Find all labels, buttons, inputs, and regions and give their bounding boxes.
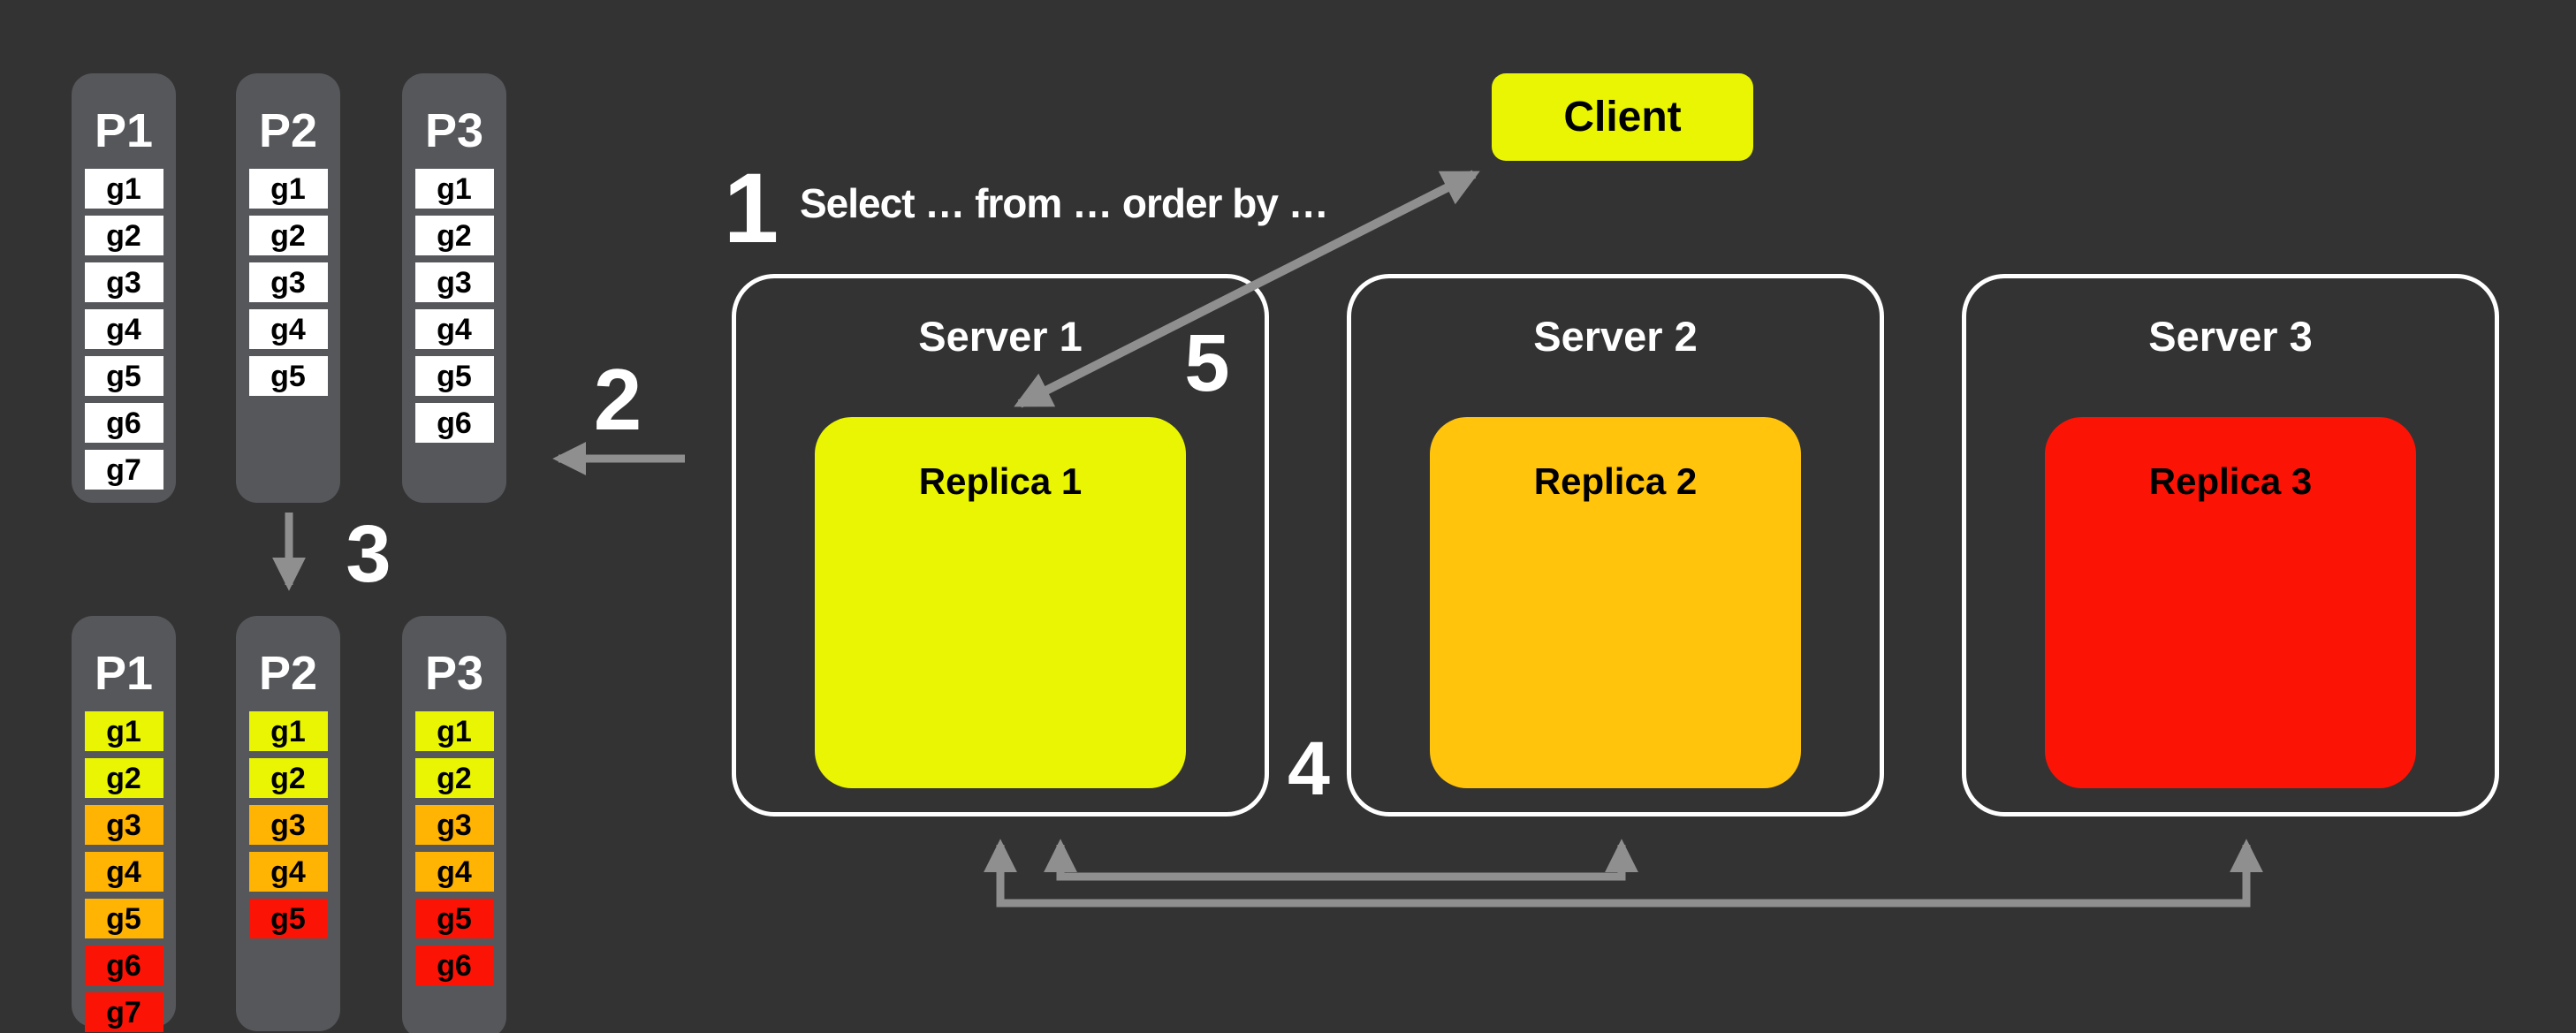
partition-items: g1 g2 g3 g4 g5 g6 g7	[72, 169, 176, 490]
partition-before-p3: P3 g1 g2 g3 g4 g5 g6	[402, 73, 506, 503]
arrow-sync-server1-server2	[1044, 839, 1638, 881]
partition-title: P1	[94, 647, 154, 700]
step-1-label: 1	[723, 153, 779, 263]
partition-item-g1: g1	[414, 169, 494, 209]
replica-2-label: Replica 2	[1533, 460, 1698, 502]
partition-item-g6: g6	[414, 403, 494, 443]
partition-after-p3: P3 g1 g2 g3 g4 g5 g6	[402, 616, 506, 1033]
partition-after-p2: P2 g1 g2 g3 g4 g5	[236, 616, 340, 1031]
partition-items: g1 g2 g3 g4 g5	[236, 711, 340, 938]
partition-title: P2	[258, 104, 318, 157]
server-3-box: Server 3 Replica 3	[1962, 274, 2499, 817]
partition-title: P1	[94, 104, 154, 157]
partition-item-g2: g2	[414, 758, 494, 798]
server-1-title: Server 1	[918, 313, 1083, 360]
replica-1-label: Replica 1	[918, 460, 1083, 502]
partition-item-g5: g5	[248, 899, 328, 938]
partition-items: g1 g2 g3 g4 g5 g6 g7	[72, 711, 176, 1032]
partition-item-g3: g3	[84, 262, 163, 302]
query-text: Select … from … order by …	[800, 180, 1329, 226]
partition-item-g5: g5	[84, 899, 163, 938]
partition-item-g1: g1	[248, 711, 328, 751]
partition-item-g6: g6	[414, 946, 494, 985]
partition-items: g1 g2 g3 g4 g5 g6	[402, 169, 506, 443]
partition-item-g3: g3	[414, 262, 494, 302]
partition-item-g3: g3	[84, 805, 163, 845]
partition-item-g4: g4	[84, 309, 163, 349]
partition-item-g3: g3	[248, 805, 328, 845]
partition-item-g2: g2	[248, 758, 328, 798]
partition-after-p1: P1 g1 g2 g3 g4 g5 g6 g7	[72, 616, 176, 1032]
replica-1-box: Replica 1	[815, 417, 1186, 788]
partition-item-g7: g7	[84, 450, 163, 490]
partition-title: P2	[258, 647, 318, 700]
partition-item-g2: g2	[84, 216, 163, 255]
partition-before-p2: P2 g1 g2 g3 g4 g5	[236, 73, 340, 503]
partition-item-g5: g5	[84, 356, 163, 396]
replica-3-label: Replica 3	[2148, 460, 2313, 502]
partition-item-g3: g3	[248, 262, 328, 302]
step-2-label: 2	[593, 351, 642, 448]
partition-item-g1: g1	[84, 169, 163, 209]
client-label: Client	[1563, 94, 1682, 141]
partition-item-g5: g5	[414, 356, 494, 396]
replica-3-box: Replica 3	[2045, 417, 2416, 788]
partition-item-g4: g4	[248, 852, 328, 892]
server-2-box: Server 2 Replica 2	[1347, 274, 1884, 817]
partition-items: g1 g2 g3 g4 g5 g6	[402, 711, 506, 985]
partition-item-g3: g3	[414, 805, 494, 845]
arrow-sync-server1-server3	[984, 839, 2263, 908]
partition-item-g4: g4	[414, 309, 494, 349]
partition-items: g1 g2 g3 g4 g5	[236, 169, 340, 396]
partition-item-g1: g1	[84, 711, 163, 751]
partition-title: P3	[424, 647, 484, 700]
partition-item-g5: g5	[248, 356, 328, 396]
partition-item-g1: g1	[414, 711, 494, 751]
partition-item-g2: g2	[248, 216, 328, 255]
server-3-title: Server 3	[2148, 313, 2313, 360]
partition-item-g4: g4	[248, 309, 328, 349]
client-box: Client	[1492, 73, 1753, 161]
partition-item-g4: g4	[84, 852, 163, 892]
partition-before-p1: P1 g1 g2 g3 g4 g5 g6 g7	[72, 73, 176, 503]
partition-item-g6: g6	[84, 946, 163, 985]
step-4-label: 4	[1288, 726, 1330, 811]
replica-2-box: Replica 2	[1430, 417, 1801, 788]
partition-item-g5: g5	[414, 899, 494, 938]
partition-item-g2: g2	[84, 758, 163, 798]
partition-item-g2: g2	[414, 216, 494, 255]
server-2-title: Server 2	[1533, 313, 1698, 360]
partition-item-g4: g4	[414, 852, 494, 892]
step-3-label: 3	[346, 509, 391, 599]
partition-item-g1: g1	[248, 169, 328, 209]
server-1-box: Server 1 Replica 1	[732, 274, 1269, 817]
partition-item-g6: g6	[84, 403, 163, 443]
partition-title: P3	[424, 104, 484, 157]
partition-item-g7: g7	[84, 992, 163, 1032]
